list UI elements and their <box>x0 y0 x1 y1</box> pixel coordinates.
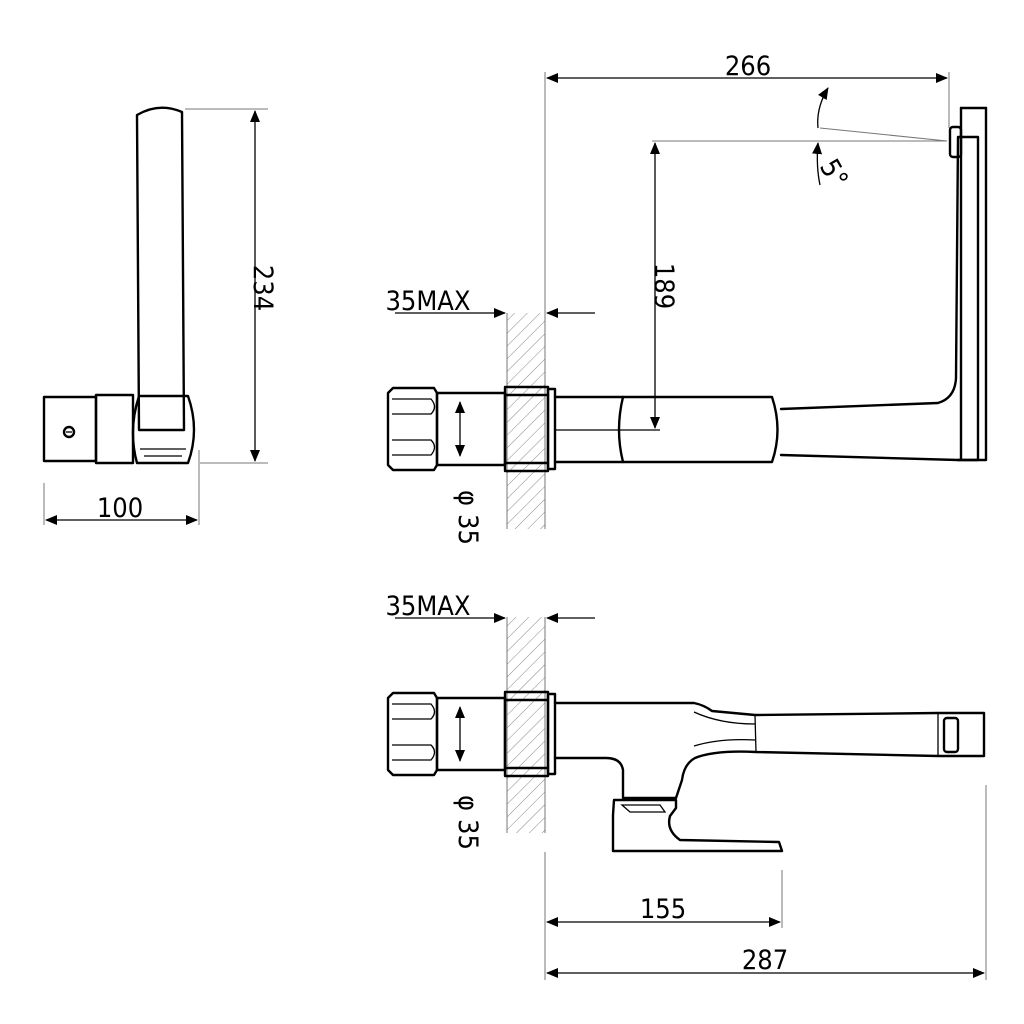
side-handle-knob <box>42 395 98 463</box>
bottom-aerator <box>942 716 960 754</box>
front-body-cylinder <box>435 391 507 467</box>
dim-bottom-diameter: φ35 <box>452 795 483 850</box>
bottom-view: φ35 35MAX 155 287 <box>385 591 987 980</box>
dim-front-diameter: φ35 <box>452 490 483 545</box>
front-spout-body <box>621 395 779 464</box>
side-view: 234 100 <box>42 106 278 525</box>
dim-front-wall-max: 35MAX <box>385 286 470 317</box>
dim-spout-angle: 5° <box>813 154 854 193</box>
bottom-spout-outline <box>553 701 986 800</box>
bottom-handle-knob <box>386 691 439 777</box>
front-handle-knob <box>386 386 439 472</box>
bottom-lever <box>611 798 784 853</box>
bottom-body-cylinder <box>435 696 507 772</box>
dim-lever-offset: 155 <box>640 894 686 925</box>
side-handle-collar <box>94 393 135 465</box>
dim-spout-reach: 266 <box>725 51 771 82</box>
dim-side-width: 100 <box>97 493 143 524</box>
dim-bottom-wall-max: 35MAX <box>385 591 470 622</box>
bottom-wall-section <box>507 617 545 833</box>
front-wall-section <box>507 313 545 529</box>
dim-spout-height: 189 <box>648 263 679 309</box>
side-handle-mark <box>62 425 76 439</box>
side-spout-tube <box>135 106 186 432</box>
front-spout-riser <box>779 135 980 462</box>
dim-total-length: 287 <box>742 945 788 976</box>
dim-side-height: 234 <box>247 265 278 311</box>
front-aerator <box>948 125 963 159</box>
front-view: φ35 35MAX 266 189 5° <box>385 51 988 545</box>
